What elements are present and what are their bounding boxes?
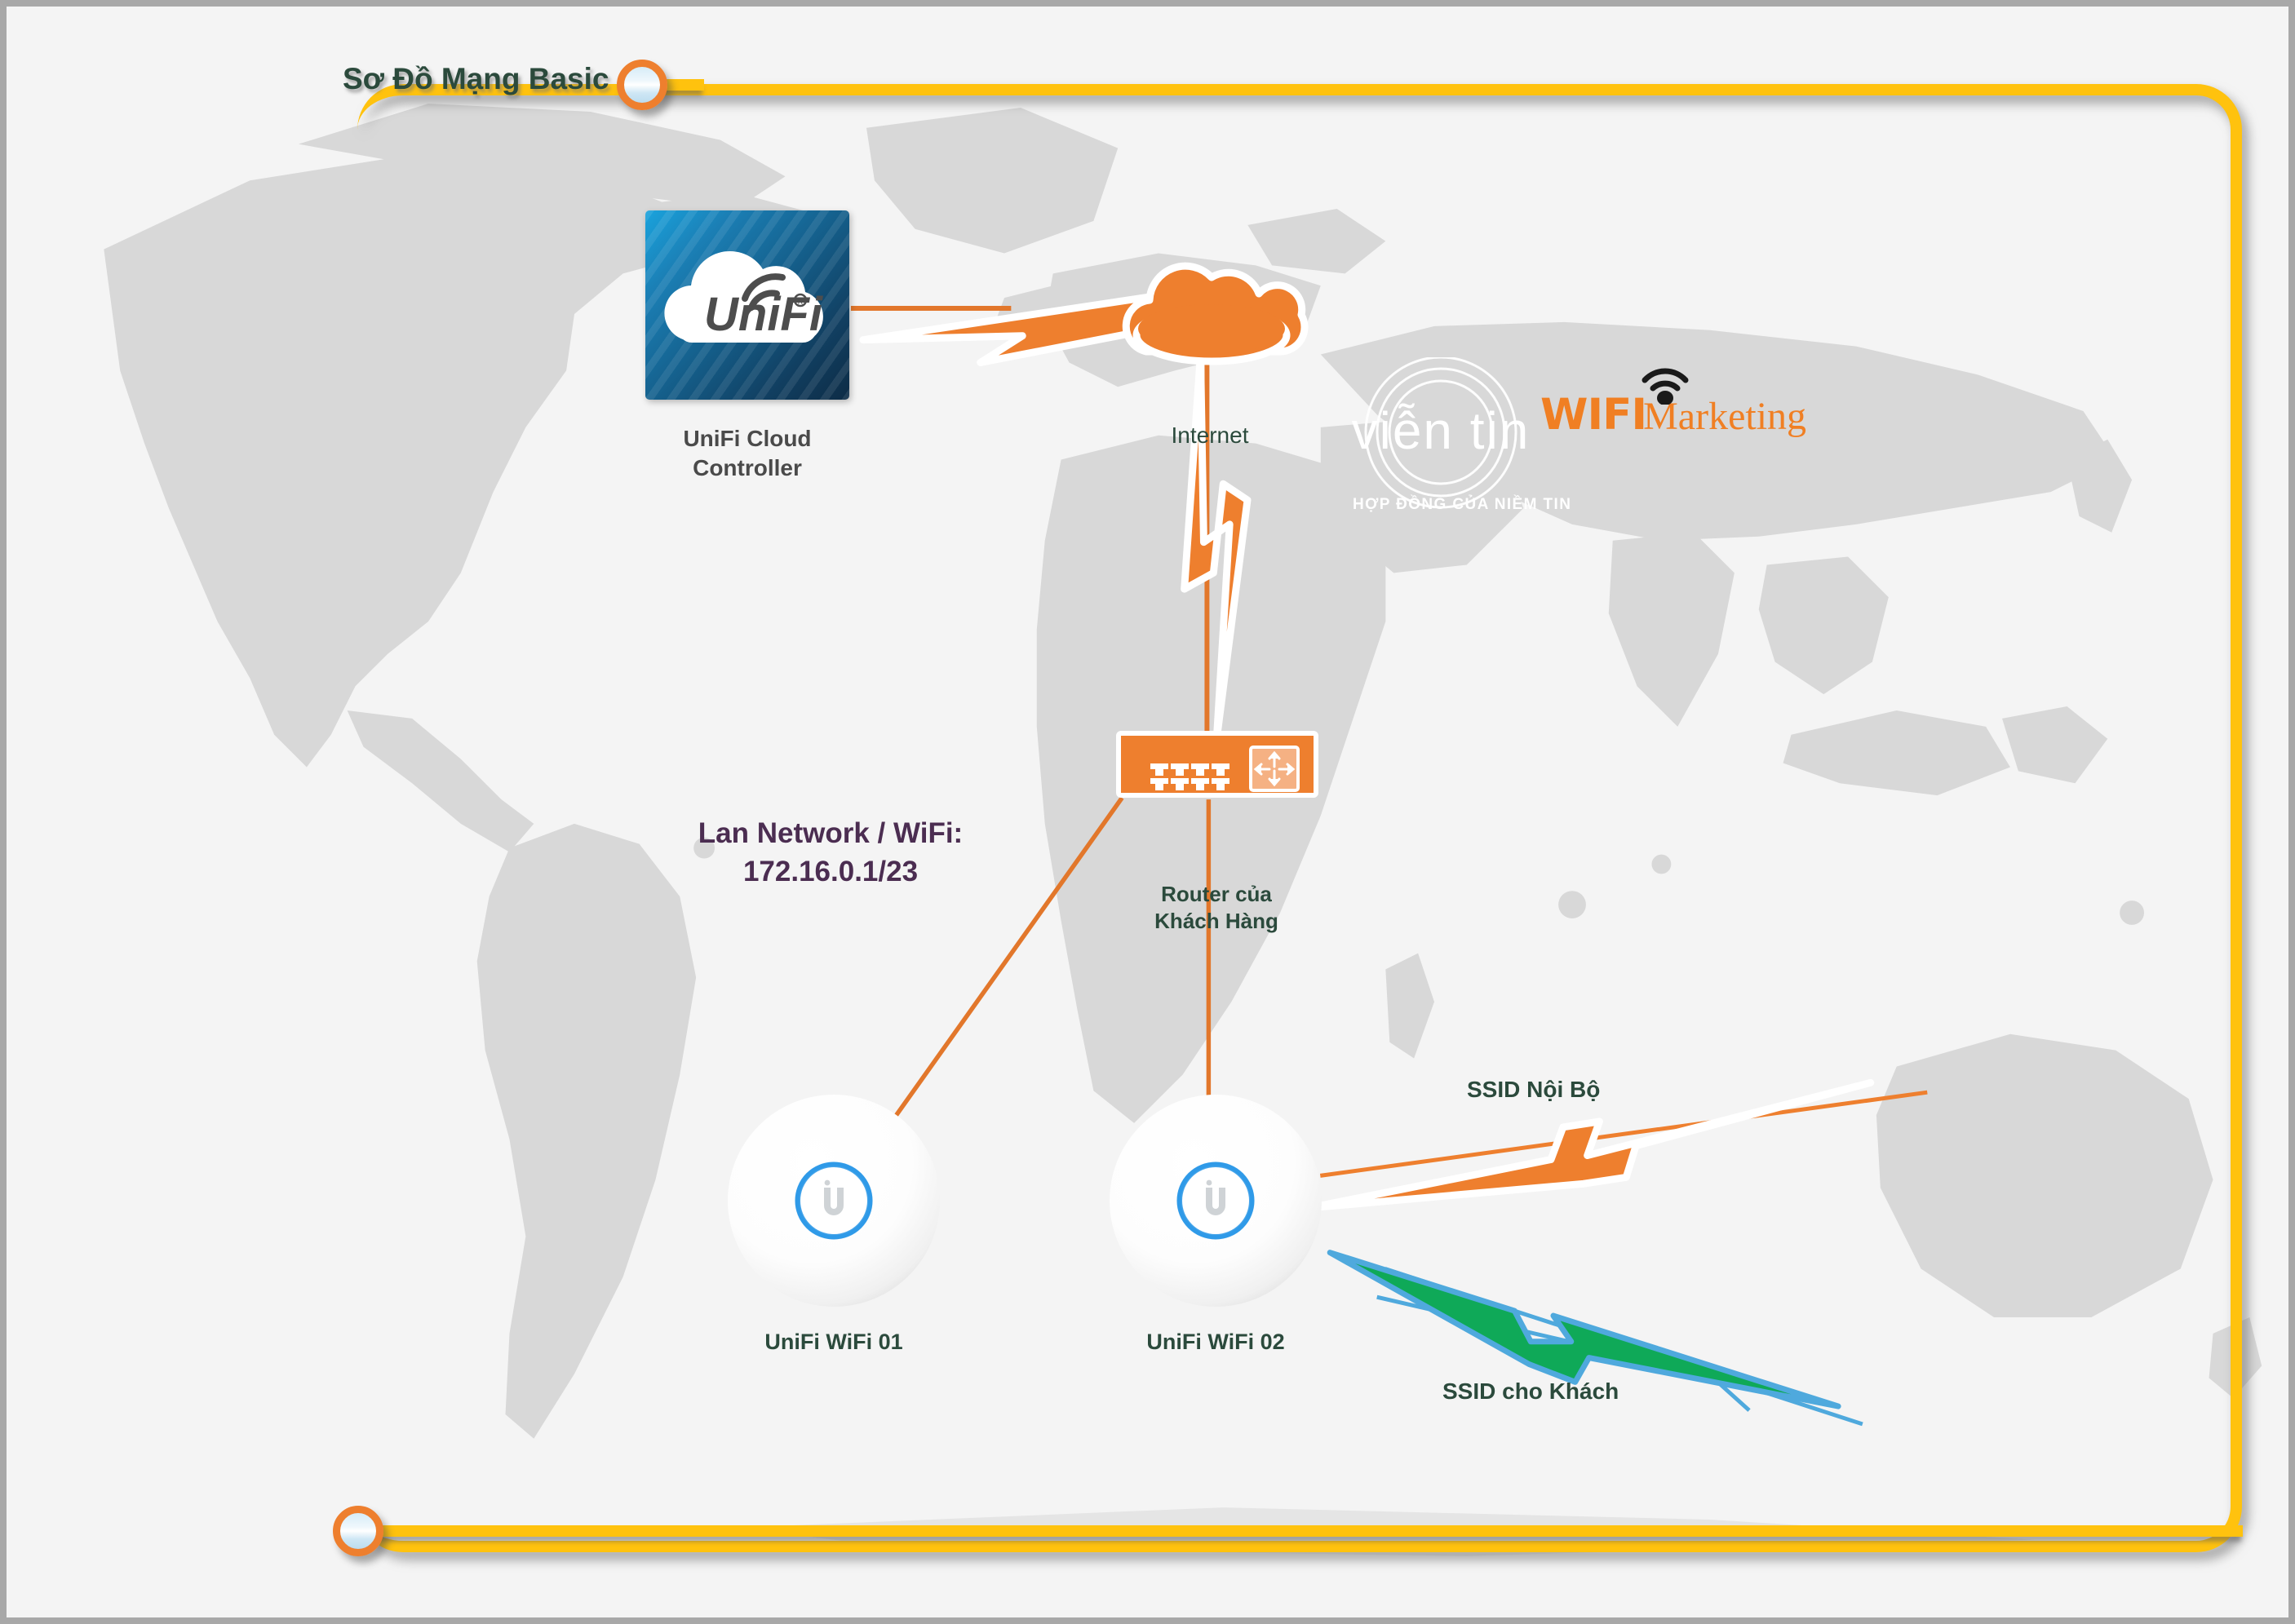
ssid-internal-label: SSID Nội Bộ [1467, 1077, 1601, 1102]
customer-router-icon [1116, 731, 1318, 798]
frame-stem-bottom [371, 1525, 2243, 1537]
access-point-2-label: UniFi WiFi 02 [1146, 1330, 1285, 1354]
access-point-1-label: UniFi WiFi 01 [764, 1330, 903, 1354]
lan-network-label: Lan Network / WiFi: 172.16.0.1/23 [698, 817, 964, 888]
unifi-cloud-controller-icon: UniFi R [645, 210, 849, 400]
page-title: Sơ Đồ Mạng Basic [343, 62, 609, 95]
access-point-2-icon [1106, 1091, 1325, 1310]
ssid-guest-label: SSID cho Khách [1442, 1378, 1619, 1404]
cloud-controller-label: UniFi Cloud Controller [683, 426, 812, 480]
frame-knob-bottom [333, 1506, 383, 1556]
internet-label: Internet [1171, 423, 1249, 448]
frame-stem-top [655, 79, 704, 91]
router-label: Router của Khách Hàng [1154, 882, 1278, 934]
access-point-1-icon [724, 1091, 943, 1310]
frame-knob-top [617, 60, 667, 110]
internet-cloud-icon [1110, 247, 1313, 368]
svg-text:UniFi: UniFi [704, 288, 824, 341]
svg-text:R: R [798, 298, 804, 306]
